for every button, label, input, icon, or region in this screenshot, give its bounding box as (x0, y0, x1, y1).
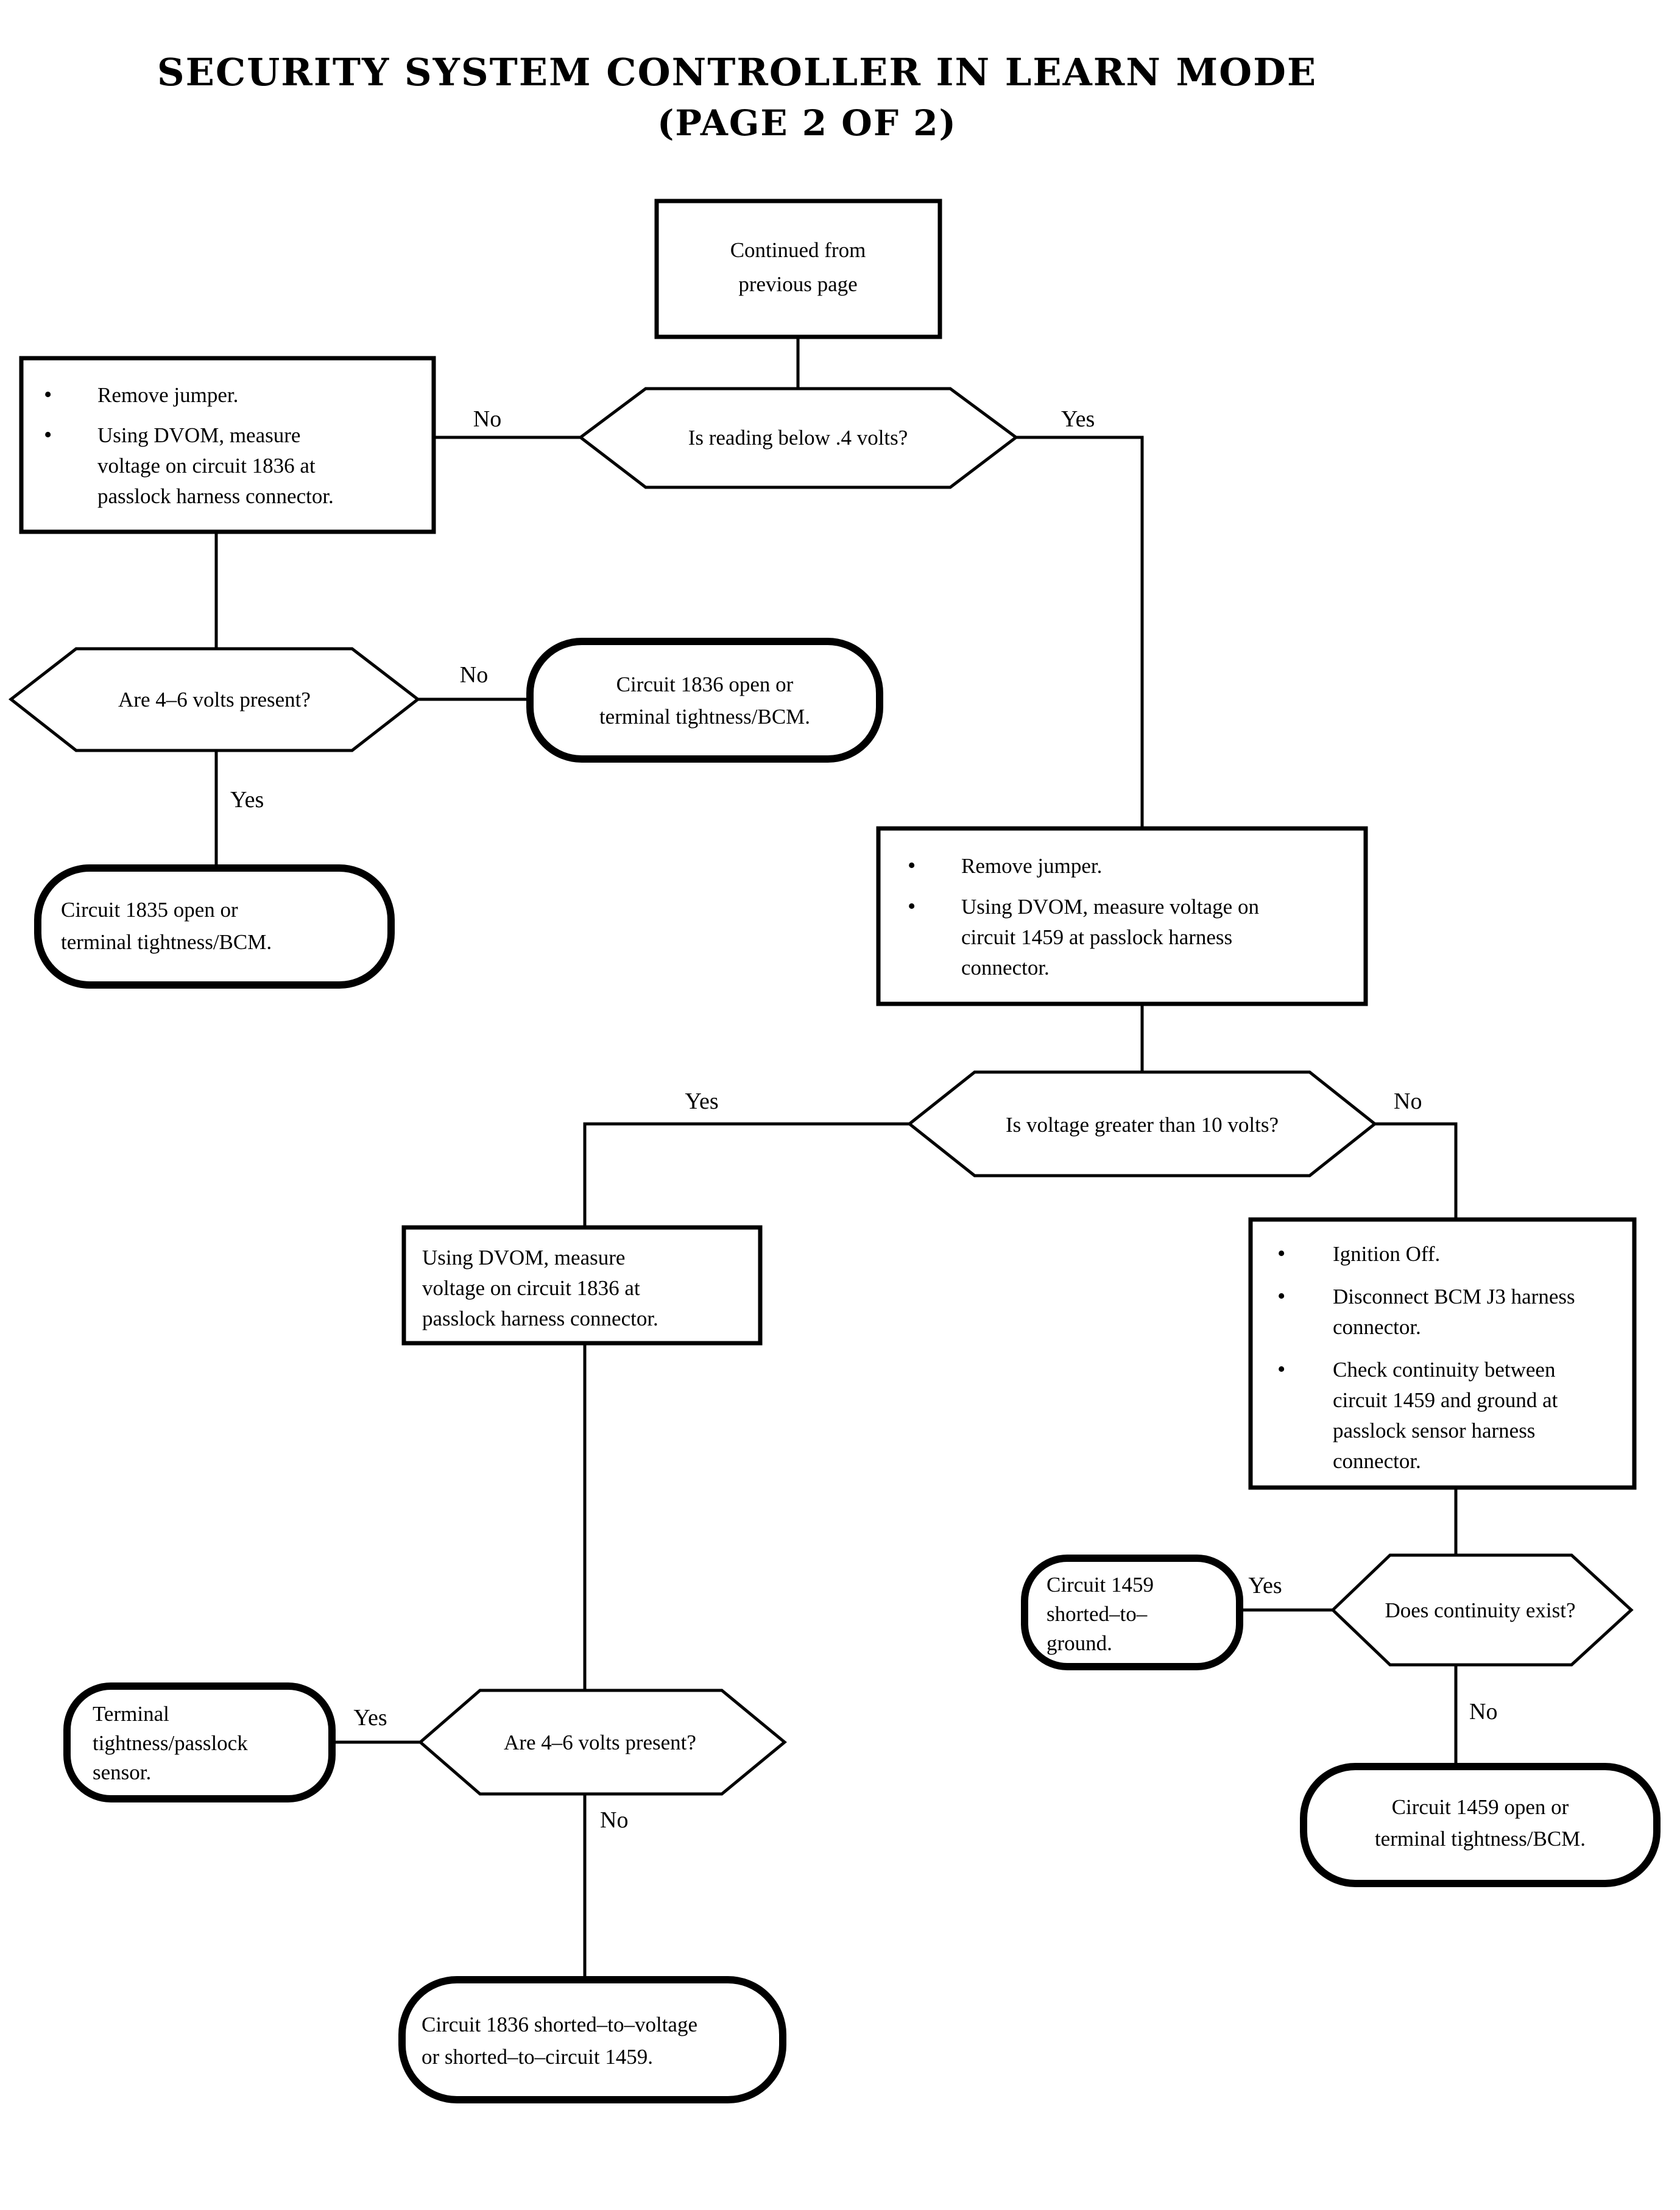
node-bullet-text: Check continuity between (1333, 1358, 1555, 1382)
node-shape-hexagon (418, 1689, 787, 1796)
connector-n3-n7 (1016, 436, 1144, 828)
node-text-line: Circuit 1836 shorted–to–voltage (422, 2013, 697, 2036)
node-text-line: terminal tightness/BCM. (599, 705, 810, 729)
node-continued-from-previous-page[interactable]: Continued from previous page (654, 199, 942, 339)
node-text-line: Are 4–6 volts present? (504, 1731, 696, 1754)
node-text-line: Circuit 1835 open or (61, 898, 238, 922)
connector-n8-n10 (1375, 1122, 1458, 1220)
bullet-marker: • (908, 894, 916, 919)
node-shape-rounded-rect (1021, 1555, 1243, 1670)
bullet-marker: • (44, 422, 52, 448)
node-text-line: Using DVOM, measure (422, 1246, 625, 1269)
node-bullet-text: voltage on circuit 1836 at (97, 454, 316, 478)
bullet-marker: • (44, 382, 52, 408)
node-text-line: Are 4–6 volts present? (118, 688, 311, 711)
node-text-line: shorted–to– (1046, 1602, 1148, 1626)
node-shape-hexagon (906, 1070, 1378, 1177)
edge-label-no-volts-present-2: No (600, 1807, 628, 1833)
node-bullet-text: passlock sensor harness (1333, 1419, 1535, 1442)
node-text-line: Continued from (730, 238, 866, 262)
node-text-line: terminal tightness/BCM. (61, 930, 272, 954)
node-decision-are-4-6-volts-present[interactable]: Are 4–6 volts present? (8, 647, 421, 752)
node-remove-jumper-measure-1836[interactable]: • Remove jumper. • Using DVOM, measure v… (19, 356, 436, 534)
node-bullet-text: connector. (1333, 1449, 1421, 1473)
node-shape-rect (654, 199, 942, 339)
node-text-line: passlock harness connector. (422, 1307, 658, 1330)
node-remove-jumper-measure-1459[interactable]: • Remove jumper. • Using DVOM, measure v… (876, 826, 1368, 1006)
edge-label-no-continuity: No (1469, 1699, 1497, 1725)
node-terminal-circuit-1836-shorted-to-voltage[interactable]: Circuit 1836 shorted–to–voltage or short… (398, 1976, 786, 2103)
node-shape-rect (876, 826, 1368, 1006)
edge-label-yes-voltage-10: Yes (685, 1089, 718, 1114)
node-bullet-text: Ignition Off. (1333, 1242, 1440, 1266)
node-text-line: voltage on circuit 1836 at (422, 1276, 640, 1300)
node-bullet-text: circuit 1459 and ground at (1333, 1388, 1558, 1412)
node-decision-is-voltage-greater-than-10-volts[interactable]: Is voltage greater than 10 volts? (906, 1070, 1378, 1177)
node-text-line: sensor. (93, 1760, 151, 1784)
node-bullet-text: Disconnect BCM J3 harness (1333, 1285, 1575, 1308)
node-decision-are-4-6-volts-present-2[interactable]: Are 4–6 volts present? (418, 1689, 787, 1796)
node-bullet-text: connector. (1333, 1315, 1421, 1339)
node-terminal-circuit-1836-open[interactable]: Circuit 1836 open or terminal tightness/… (526, 638, 883, 763)
node-bullet-text: connector. (961, 956, 1050, 980)
edge-label-yes-reading: Yes (1061, 406, 1095, 432)
node-text-line: Terminal (93, 1702, 169, 1726)
node-text-line: Circuit 1836 open or (616, 673, 794, 696)
node-shape-rounded-rect (398, 1976, 786, 2103)
edge-label-no-volts-present: No (460, 662, 488, 688)
node-text-line: Does continuity exist? (1385, 1598, 1575, 1622)
node-shape-hexagon (577, 387, 1019, 489)
edge-label-yes-continuity: Yes (1248, 1573, 1282, 1598)
edge-label-layer: No Yes No Yes Yes No Yes No Yes No (230, 406, 1497, 1833)
node-bullet-text: circuit 1459 at passlock harness (961, 925, 1232, 949)
node-text-line: Circuit 1459 open or (1392, 1795, 1569, 1819)
node-terminal-circuit-1459-shorted-to-ground[interactable]: Circuit 1459 shorted–to– ground. (1021, 1555, 1243, 1670)
node-bullet-text: Using DVOM, measure voltage on (961, 895, 1259, 919)
node-shape-rounded-rect (526, 638, 883, 763)
node-text-line: tightness/passlock (93, 1731, 248, 1755)
node-text-line: previous page (738, 272, 857, 296)
edge-label-yes-volts-present: Yes (230, 787, 264, 813)
connector-layer (214, 337, 1458, 1980)
edge-label-yes-volts-present-2: Yes (353, 1705, 387, 1731)
node-text-line: ground. (1046, 1631, 1112, 1655)
node-decision-is-reading-below-point4-volts[interactable]: Is reading below .4 volts? (577, 387, 1019, 489)
connector-n8-n9 (583, 1122, 909, 1227)
node-ignition-off-check-continuity[interactable]: • Ignition Off. • Disconnect BCM J3 harn… (1248, 1217, 1637, 1490)
node-shape-rounded-rect (34, 864, 395, 989)
node-shape-rect (19, 356, 436, 534)
page-title-line2: (PAGE 2 OF 2) (657, 102, 957, 144)
node-terminal-terminal-tightness-passlock-sensor[interactable]: Terminal tightness/passlock sensor. (63, 1682, 336, 1802)
page-title-line1: SECURITY SYSTEM CONTROLLER IN LEARN MODE (157, 50, 1317, 94)
node-shape-rounded-rect (63, 1682, 336, 1802)
node-bullet-text: Remove jumper. (97, 383, 238, 407)
node-bullet-text: Remove jumper. (961, 854, 1102, 878)
edge-label-no-voltage-10: No (1394, 1089, 1422, 1114)
node-decision-does-continuity-exist[interactable]: Does continuity exist? (1330, 1553, 1634, 1667)
edge-label-no-reading: No (473, 406, 501, 432)
node-shape-rounded-rect (1300, 1763, 1661, 1887)
node-shape-rect (401, 1225, 763, 1346)
node-text-line: Is reading below .4 volts? (688, 426, 908, 450)
node-shape-rect (1248, 1217, 1637, 1490)
node-shape-hexagon (8, 647, 421, 752)
node-text-line: Circuit 1459 (1046, 1573, 1154, 1597)
node-measure-voltage-circuit-1836[interactable]: Using DVOM, measure voltage on circuit 1… (401, 1225, 763, 1346)
bullet-marker: • (1277, 1283, 1285, 1309)
node-terminal-circuit-1835-open[interactable]: Circuit 1835 open or terminal tightness/… (34, 864, 395, 989)
node-bullet-text: passlock harness connector. (97, 484, 334, 508)
bullet-marker: • (908, 853, 916, 878)
node-text-line: or shorted–to–circuit 1459. (422, 2045, 653, 2069)
bullet-marker: • (1277, 1357, 1285, 1382)
bullet-marker: • (1277, 1241, 1285, 1266)
node-text-line: Is voltage greater than 10 volts? (1006, 1113, 1279, 1137)
node-text-line: terminal tightness/BCM. (1375, 1827, 1586, 1851)
node-bullet-text: Using DVOM, measure (97, 423, 300, 447)
node-shape-hexagon (1330, 1553, 1634, 1667)
node-terminal-circuit-1459-open[interactable]: Circuit 1459 open or terminal tightness/… (1300, 1763, 1661, 1887)
